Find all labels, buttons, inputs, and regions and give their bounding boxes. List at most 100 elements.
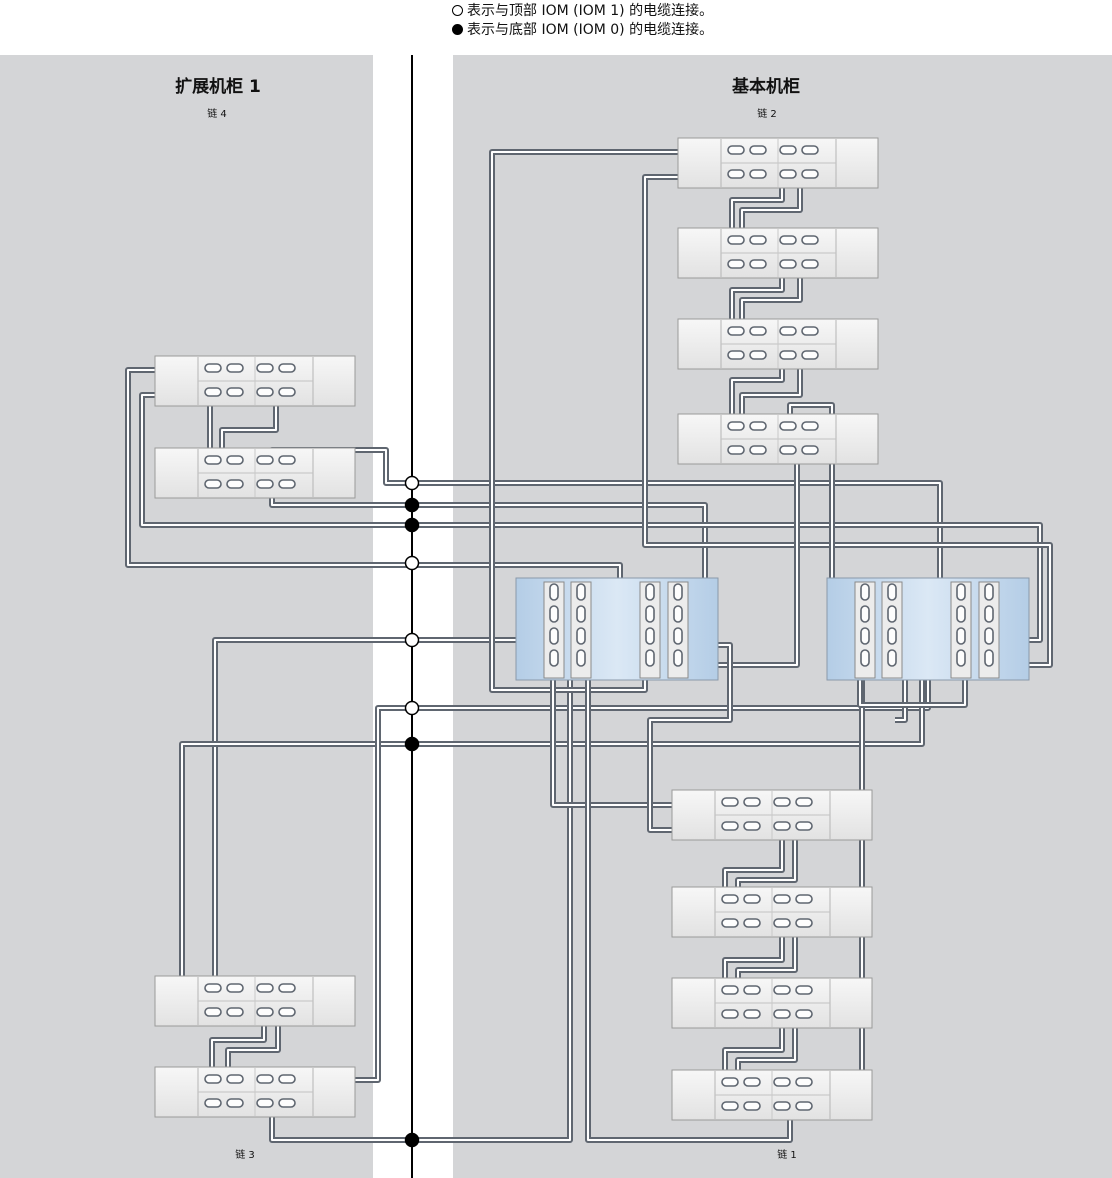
sas-port bbox=[801, 350, 819, 360]
sas-port bbox=[278, 983, 296, 993]
iom0-connection-dot bbox=[404, 497, 420, 513]
sas-port bbox=[801, 445, 819, 455]
sas-port bbox=[204, 983, 222, 993]
hba-port bbox=[860, 583, 870, 601]
sas-port bbox=[801, 145, 819, 155]
sas-port bbox=[773, 1077, 791, 1087]
sas-port bbox=[773, 1101, 791, 1111]
sas-port bbox=[226, 479, 244, 489]
hba-port bbox=[887, 583, 897, 601]
sas-port bbox=[743, 797, 761, 807]
sas-port bbox=[721, 1009, 739, 1019]
sas-port bbox=[773, 985, 791, 995]
sas-port bbox=[779, 235, 797, 245]
sas-port bbox=[795, 797, 813, 807]
sas-port bbox=[743, 894, 761, 904]
sas-port bbox=[727, 145, 745, 155]
sas-port bbox=[779, 421, 797, 431]
iom0-connection-dot bbox=[404, 517, 420, 533]
hba-port bbox=[576, 627, 586, 645]
disk-shelf bbox=[671, 977, 873, 1029]
hba-port bbox=[576, 649, 586, 667]
sas-port bbox=[256, 387, 274, 397]
hba-port bbox=[887, 649, 897, 667]
sas-port bbox=[256, 1074, 274, 1084]
disk-shelf bbox=[154, 447, 356, 499]
hba-port bbox=[887, 627, 897, 645]
legend-open-text: 表示与顶部 IOM (IOM 1) 的电缆连接。 bbox=[467, 3, 714, 19]
sas-port bbox=[795, 821, 813, 831]
sas-port bbox=[743, 1101, 761, 1111]
sas-port bbox=[727, 350, 745, 360]
sas-port bbox=[256, 363, 274, 373]
sas-port bbox=[226, 1007, 244, 1017]
cable-core bbox=[644, 176, 1051, 666]
sas-cable bbox=[412, 665, 925, 747]
sas-port bbox=[226, 387, 244, 397]
sas-cable bbox=[550, 665, 730, 808]
sas-port bbox=[256, 1098, 274, 1108]
disk-shelf bbox=[154, 975, 356, 1027]
sas-port bbox=[795, 1009, 813, 1019]
disk-shelf bbox=[671, 789, 873, 841]
sas-port bbox=[256, 1007, 274, 1017]
sas-port bbox=[743, 1009, 761, 1019]
hba-port bbox=[956, 583, 966, 601]
disk-shelf bbox=[677, 227, 879, 279]
disk-shelf bbox=[677, 318, 879, 370]
sas-port bbox=[727, 445, 745, 455]
hba-port bbox=[984, 627, 994, 645]
iom0-connection-dot bbox=[404, 1132, 420, 1148]
sas-port bbox=[226, 1074, 244, 1084]
sas-port bbox=[743, 1077, 761, 1087]
sas-port bbox=[779, 169, 797, 179]
iom1-connection-dot bbox=[404, 475, 420, 491]
sas-port bbox=[795, 1077, 813, 1087]
sas-cable bbox=[212, 637, 412, 990]
legend-filled-text: 表示与底部 IOM (IOM 0) 的电缆连接。 bbox=[467, 22, 714, 38]
hba-port bbox=[984, 605, 994, 623]
connection-dots bbox=[404, 475, 420, 1148]
sas-port bbox=[779, 145, 797, 155]
legend-open: 表示与顶部 IOM (IOM 1) 的电缆连接。 bbox=[452, 3, 713, 19]
chain-label-1: 链 1 bbox=[777, 1150, 797, 1161]
controllers bbox=[515, 577, 1030, 681]
sas-port bbox=[779, 445, 797, 455]
base-cabinet-title: 基本机柜 bbox=[732, 77, 800, 97]
open-circle-icon bbox=[452, 5, 463, 16]
sas-port bbox=[801, 326, 819, 336]
hba-port bbox=[549, 649, 559, 667]
sas-port bbox=[773, 1009, 791, 1019]
sas-cable bbox=[642, 174, 1053, 668]
cable-core bbox=[214, 639, 412, 990]
disk-shelf bbox=[154, 355, 356, 407]
sas-port bbox=[795, 894, 813, 904]
sas-port bbox=[204, 455, 222, 465]
disk-shelf bbox=[677, 137, 879, 189]
sas-port bbox=[226, 455, 244, 465]
sas-port bbox=[204, 1098, 222, 1108]
cable-core bbox=[491, 151, 738, 691]
sas-cable bbox=[585, 665, 793, 1143]
hba-port bbox=[673, 583, 683, 601]
hba-port bbox=[549, 583, 559, 601]
disk-shelf bbox=[671, 1069, 873, 1121]
sas-port bbox=[801, 421, 819, 431]
expansion-cabinet-title: 扩展机柜 1 bbox=[175, 77, 261, 97]
chain-label-3: 链 3 bbox=[235, 1150, 255, 1161]
sas-port bbox=[256, 455, 274, 465]
sas-port bbox=[801, 259, 819, 269]
sas-port bbox=[773, 797, 791, 807]
sas-cable bbox=[895, 665, 908, 723]
sas-port bbox=[749, 169, 767, 179]
hba-port bbox=[887, 605, 897, 623]
shelves bbox=[154, 137, 879, 1121]
sas-port bbox=[749, 326, 767, 336]
hba-port bbox=[984, 583, 994, 601]
iom1-connection-dot bbox=[404, 700, 420, 716]
cable-core bbox=[649, 644, 731, 831]
sas-port bbox=[727, 169, 745, 179]
iom1-connection-dot bbox=[404, 555, 420, 571]
sas-port bbox=[749, 350, 767, 360]
sas-port bbox=[721, 821, 739, 831]
